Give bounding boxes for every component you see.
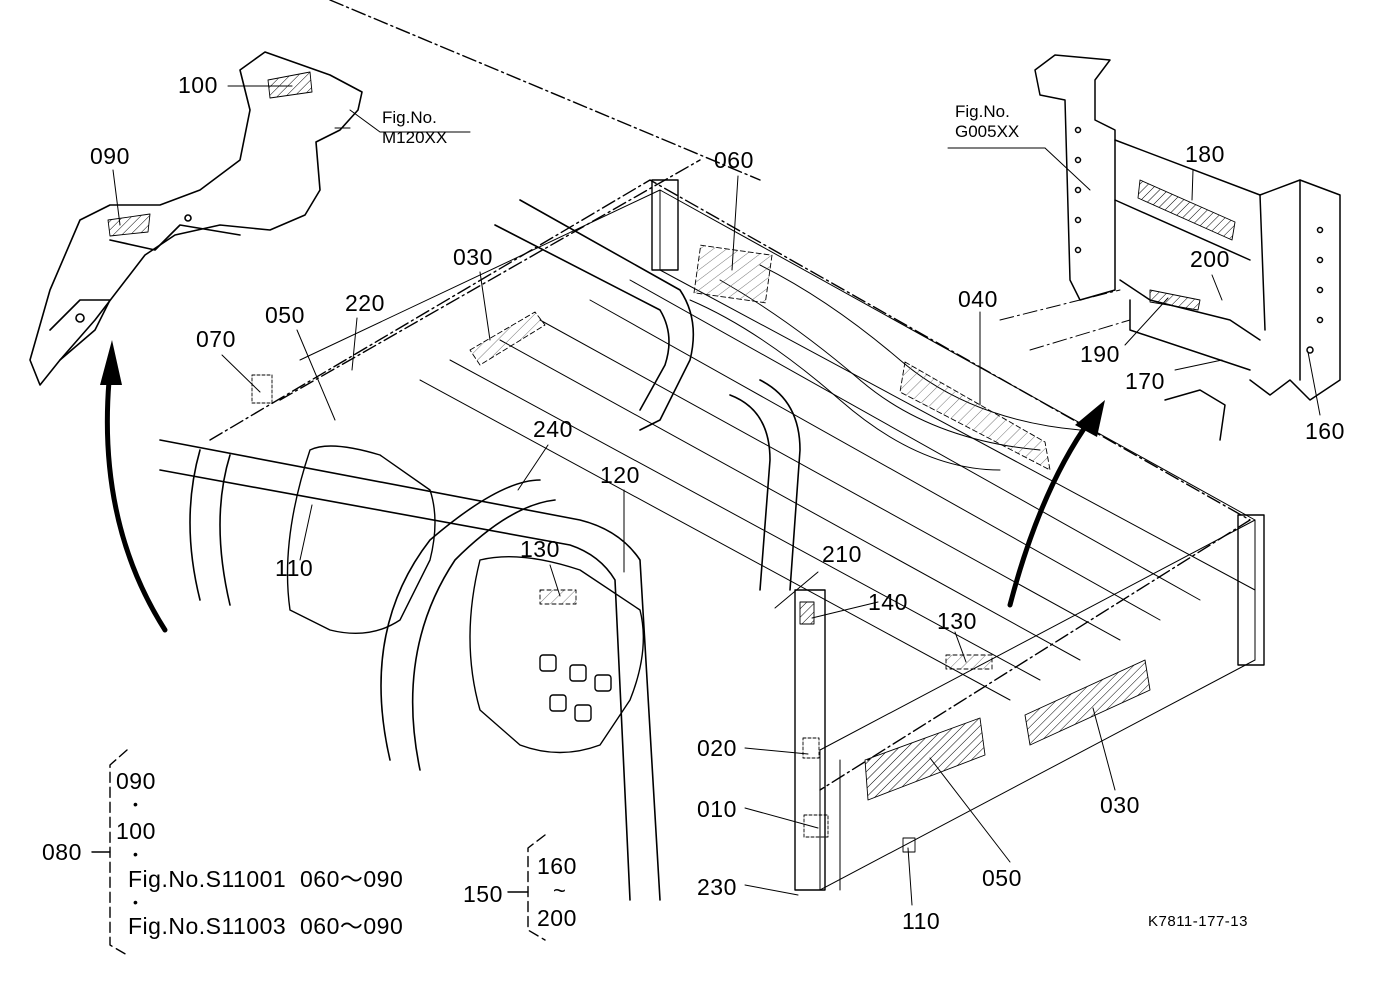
callout-030-bottom: 030 bbox=[1100, 792, 1140, 818]
arrow-right bbox=[1007, 417, 1093, 608]
kit-150-from: 160 bbox=[537, 853, 577, 879]
rear-frame-assembly bbox=[1034, 54, 1341, 441]
callout-010: 010 bbox=[697, 796, 737, 822]
callout-240: 240 bbox=[533, 416, 573, 442]
fig-ref-g005: Fig.No. G005XX bbox=[955, 102, 1019, 141]
kit-080-item-3: Fig.No.S11001 060～090 bbox=[128, 866, 404, 892]
callout-100: 100 bbox=[178, 72, 218, 98]
fig-ref-m120-number: M120XX bbox=[382, 127, 448, 147]
kit-080-item-2: 100 bbox=[116, 818, 156, 844]
kit-080-item-1: 090 bbox=[116, 768, 156, 794]
kit-080-bracket bbox=[91, 749, 128, 956]
callout-210: 210 bbox=[822, 541, 862, 567]
kit-080-item-4: Fig.No.S11003 060～090 bbox=[128, 913, 404, 939]
callout-060: 060 bbox=[714, 147, 754, 173]
kit-150-label: 150 bbox=[463, 881, 503, 907]
callout-230: 230 bbox=[697, 874, 737, 900]
callout-030-top: 030 bbox=[453, 244, 493, 270]
fig-ref-m120-prefix: Fig.No. bbox=[382, 108, 437, 127]
seat-backs bbox=[286, 445, 644, 754]
callout-040: 040 bbox=[958, 286, 998, 312]
callout-160: 160 bbox=[1305, 418, 1345, 444]
callout-180: 180 bbox=[1185, 141, 1225, 167]
rear-frame-lines bbox=[999, 289, 1131, 351]
callout-050-bottom: 050 bbox=[982, 865, 1022, 891]
arrow-left-head bbox=[100, 340, 122, 385]
kit-150-range-sep: ~ bbox=[553, 878, 566, 903]
kit-150-to: 200 bbox=[537, 905, 577, 931]
callout-050-top: 050 bbox=[265, 302, 305, 328]
fig-ref-g005-number: G005XX bbox=[955, 121, 1020, 141]
kit-080-sep-3: • bbox=[133, 894, 138, 910]
rops-frame bbox=[159, 199, 801, 901]
callout-140: 140 bbox=[868, 589, 908, 615]
kit-080-sep-2: • bbox=[133, 846, 138, 862]
cargo-bed-floor bbox=[299, 189, 1256, 891]
callout-220: 220 bbox=[345, 290, 385, 316]
arrow-left bbox=[104, 367, 168, 633]
leader-lines bbox=[112, 85, 1321, 906]
callout-020: 020 bbox=[697, 735, 737, 761]
kit-080-sep-1: • bbox=[133, 796, 138, 812]
cargo-bed bbox=[209, 0, 1251, 791]
kit-080-label: 080 bbox=[42, 839, 82, 865]
drawing-code: K7811-177-13 bbox=[1148, 913, 1248, 930]
callout-110-left: 110 bbox=[275, 555, 314, 581]
fig-ref-g005-prefix: Fig.No. bbox=[955, 102, 1010, 121]
callout-120: 120 bbox=[600, 462, 640, 488]
fender-panel bbox=[29, 51, 363, 386]
callout-110-bottom: 110 bbox=[902, 908, 941, 934]
callout-200: 200 bbox=[1190, 246, 1230, 272]
bed-corner-posts bbox=[651, 179, 1265, 891]
callout-170: 170 bbox=[1125, 368, 1165, 394]
callout-070: 070 bbox=[196, 326, 236, 352]
callout-090: 090 bbox=[90, 143, 130, 169]
arrow-right-head bbox=[1075, 400, 1105, 437]
kit-150-bracket bbox=[507, 834, 546, 941]
callout-130-right: 130 bbox=[937, 608, 977, 634]
fig-ref-m120: Fig.No. M120XX bbox=[382, 108, 447, 147]
callout-190: 190 bbox=[1080, 341, 1120, 367]
callout-130-mid: 130 bbox=[520, 536, 560, 562]
decal-areas bbox=[107, 71, 1236, 853]
